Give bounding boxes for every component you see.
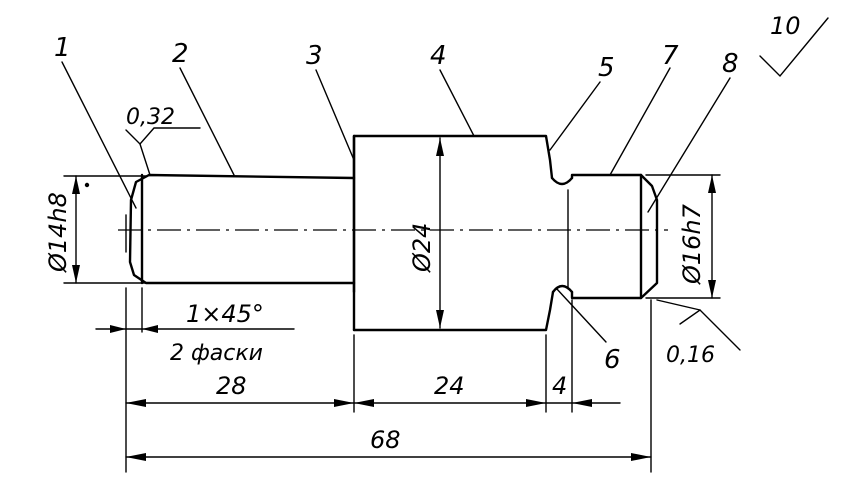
leader-4: [439, 69, 475, 137]
leader-3: [315, 69, 355, 161]
diameter-d1-label: Ø14h8: [44, 192, 72, 273]
length-l3-label: 4: [552, 372, 567, 400]
leader-5: [549, 81, 601, 151]
dim-d1: [63, 175, 147, 284]
length-l2-label: 24: [434, 372, 465, 400]
leader-8: [647, 77, 731, 213]
collar-outline: [352, 134, 554, 294]
leaders: [61, 61, 731, 343]
callout-6: 6: [604, 345, 621, 375]
chamfer-size-label: 1×45°: [186, 300, 264, 328]
length-l1-label: 28: [216, 372, 247, 400]
callout-8: 8: [722, 49, 739, 79]
callout-3: 3: [306, 41, 323, 71]
dim-d3: [645, 174, 721, 299]
diameter-d3-label: Ø16h7: [678, 203, 706, 285]
callout-1: 1: [54, 33, 71, 63]
leader-7: [609, 67, 671, 176]
left-journal-outline: [128, 173, 356, 285]
leader-1: [61, 61, 137, 209]
roughness-general-symbol: [759, 17, 829, 78]
dim-chain: [125, 399, 621, 407]
callout-2: 2: [172, 39, 189, 69]
roughness-value-2: 0,16: [666, 343, 715, 368]
length-total-label: 68: [370, 426, 401, 454]
roughness-symbol-2: [656, 299, 741, 351]
collar-bottom: [352, 290, 555, 332]
callout-7: 7: [662, 41, 679, 71]
roughness-general-value: 10: [770, 12, 801, 40]
diameter-d2-label: Ø24: [408, 223, 436, 273]
chamfer-note-label: 2 фаски: [170, 341, 263, 366]
groove-bottom: [551, 284, 574, 294]
callout-5: 5: [598, 53, 615, 83]
right-journal-outline: [570, 173, 659, 300]
roughness-value-1: 0,32: [126, 105, 175, 130]
callout-4: 4: [430, 41, 447, 71]
dim-d2: [436, 137, 444, 329]
shaft-outline: [125, 134, 659, 332]
extension-lines: [125, 287, 652, 473]
dim-total: [125, 453, 652, 461]
leader-2: [179, 67, 235, 176]
dim-chamfer: [95, 325, 295, 333]
groove-top: [550, 176, 574, 186]
roughness-symbol-1: [125, 127, 201, 176]
leader-6: [555, 287, 607, 343]
